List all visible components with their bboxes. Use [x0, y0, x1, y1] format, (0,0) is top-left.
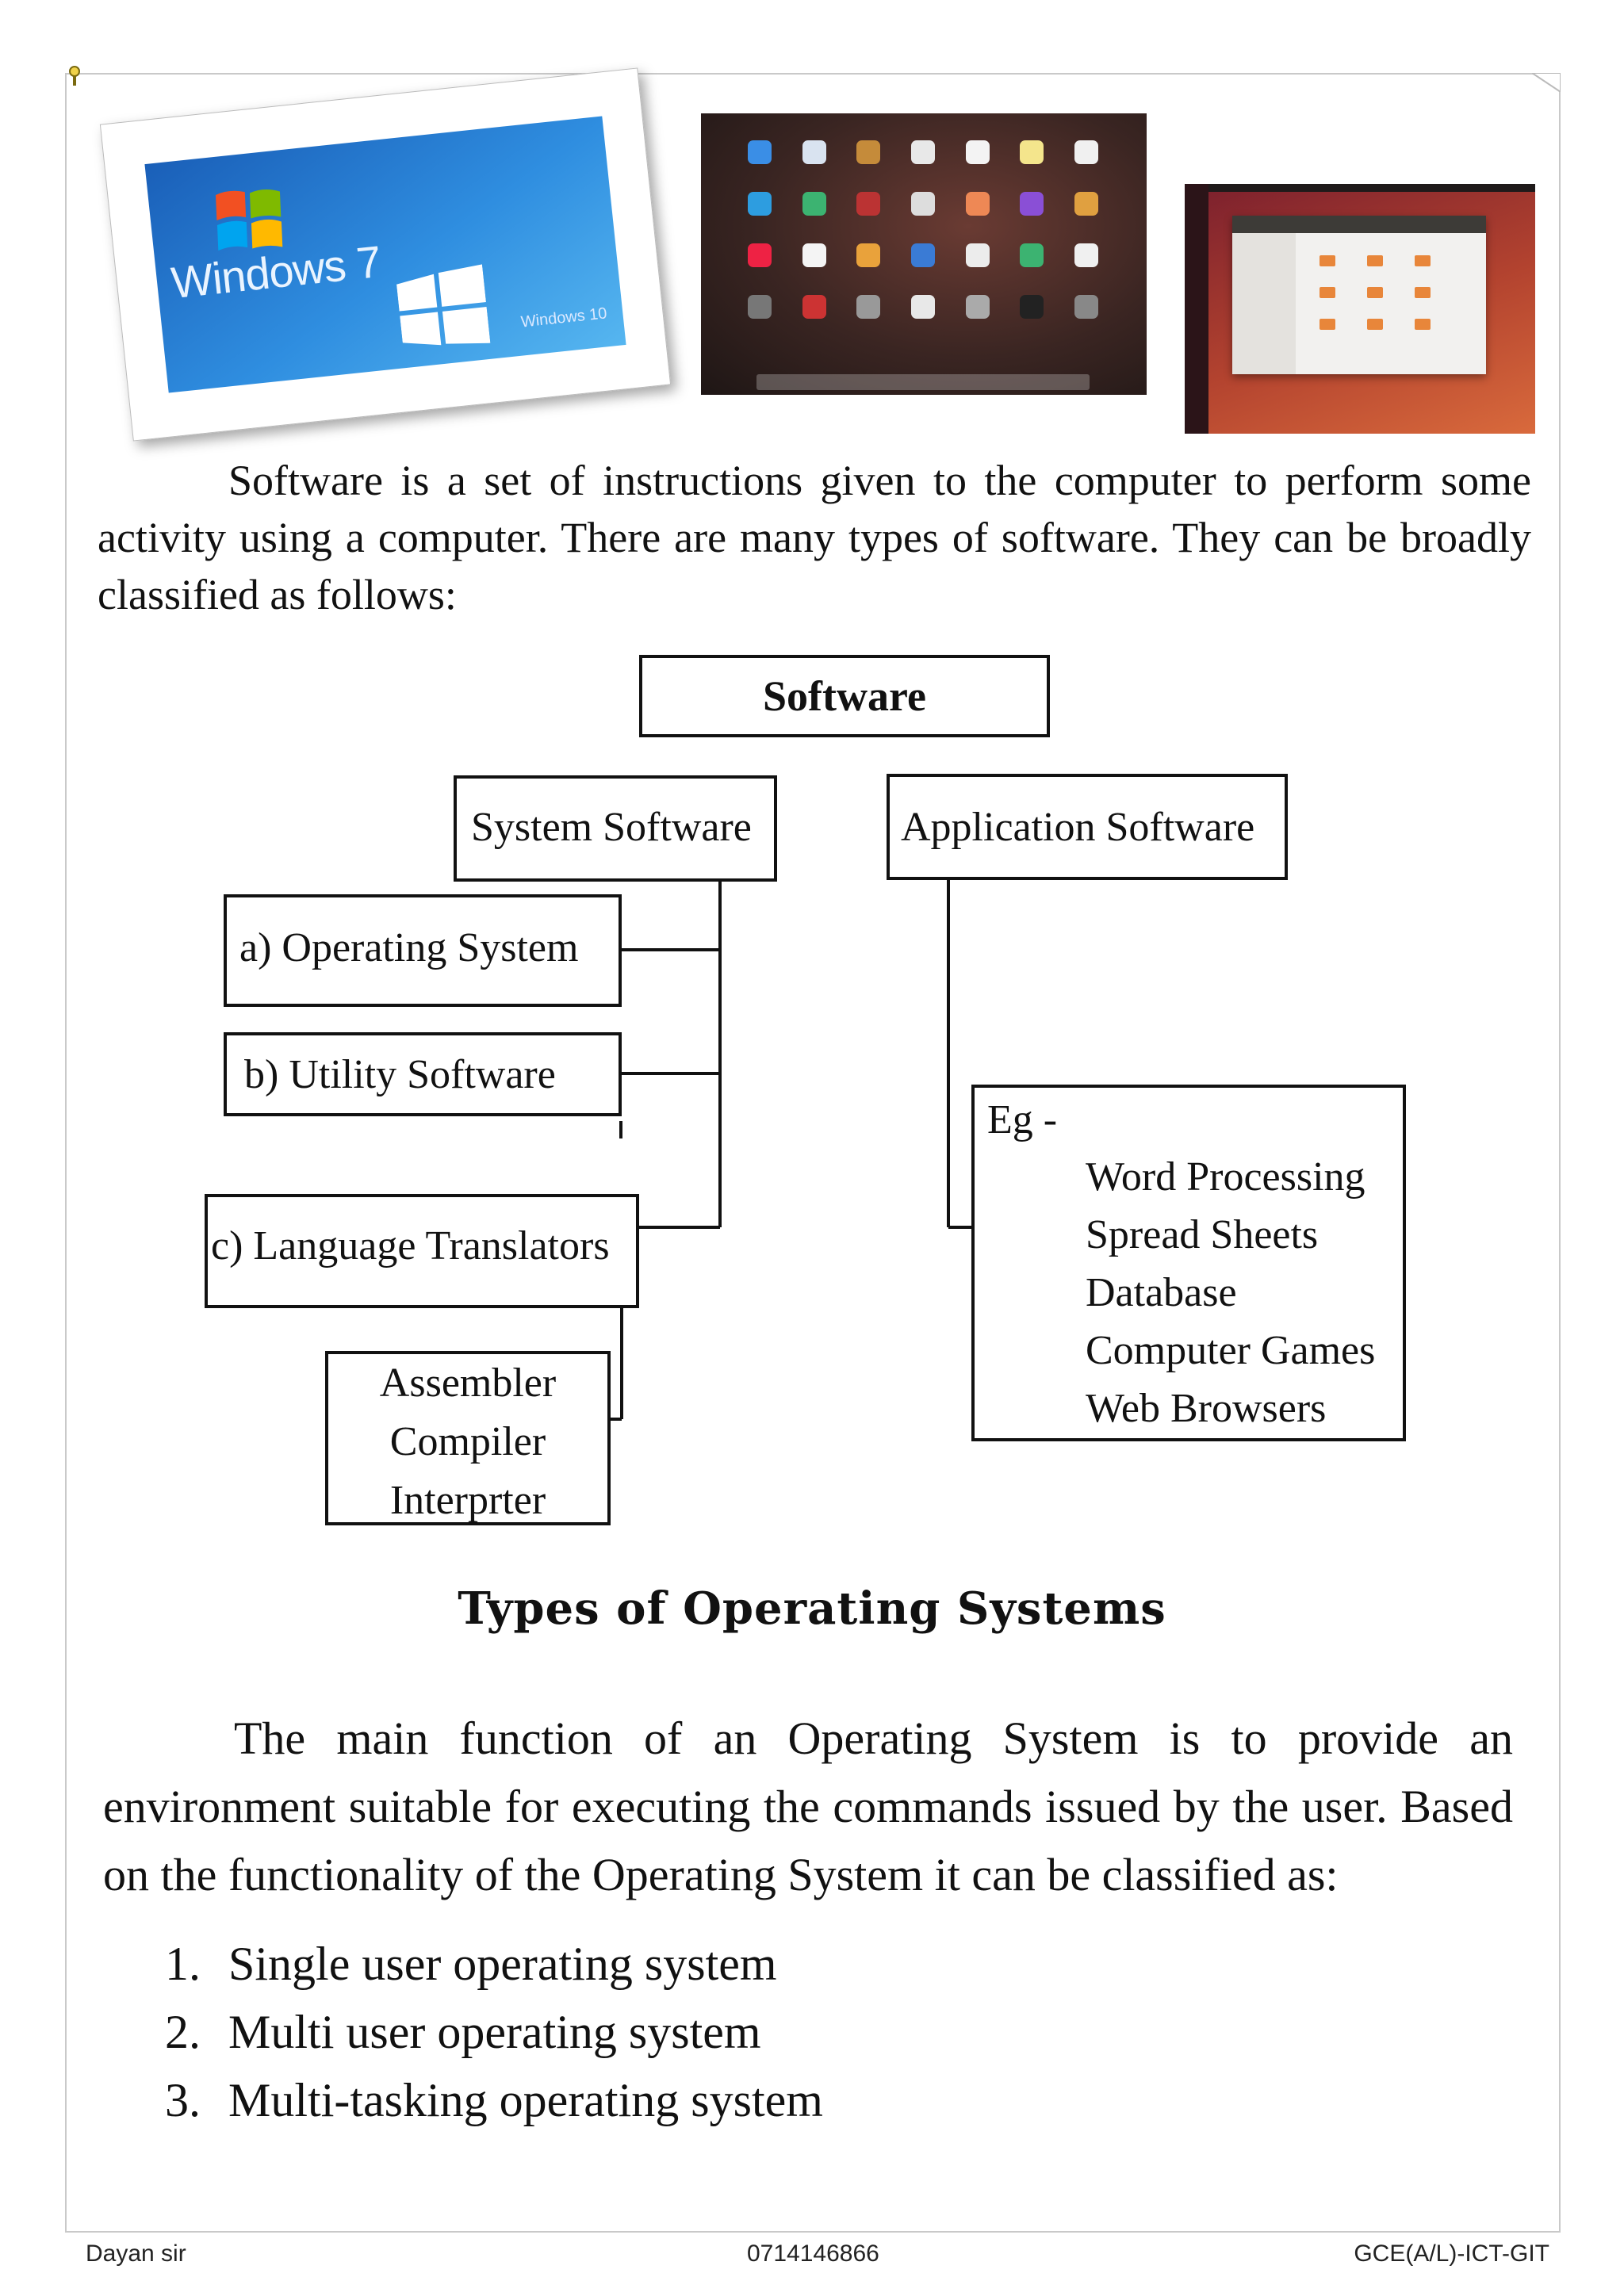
file-manager-window: [1232, 216, 1486, 374]
page-border: [65, 73, 1561, 2233]
dock: [756, 374, 1090, 390]
list-item: 3.Multi-tasking operating system: [165, 2074, 823, 2126]
footer-author: Dayan sir: [86, 2241, 186, 2267]
application-software-box: Application Software: [887, 774, 1288, 880]
ubuntu-desktop-image: [1185, 184, 1535, 434]
macos-launchpad-image: [701, 113, 1147, 395]
pin-icon: [69, 66, 80, 86]
windows10-logo-icon: [396, 264, 491, 346]
os-types-list: 1.Single user operating system 2.Multi u…: [165, 1930, 823, 2134]
utility-software-box: b) Utility Software: [224, 1032, 622, 1116]
application-examples-box: Eg - Word Processing Spread Sheets Datab…: [971, 1085, 1406, 1441]
launcher-bar: [1185, 184, 1208, 434]
software-root-box: Software: [639, 655, 1050, 737]
section-heading: Types of Operating Systems: [458, 1582, 1166, 1635]
examples-label: Eg -: [987, 1097, 1058, 1142]
windows-logo-image: Windows 7 Windows 10: [99, 67, 672, 442]
footer-phone: 0714146866: [747, 2241, 879, 2267]
windows7-logo-text: Windows 7: [168, 235, 383, 308]
language-translators-box: c) Language Translators: [205, 1194, 639, 1308]
page-fold-corner: [1532, 73, 1561, 92]
translator-item: Assembler: [379, 1360, 557, 1406]
windows7-flag-icon: [215, 189, 283, 251]
example-item: Word Processing: [1086, 1154, 1365, 1200]
windows10-badge-text: Windows 10: [519, 304, 608, 331]
list-item: 2.Multi user operating system: [165, 2006, 761, 2058]
translator-item: Compiler: [389, 1419, 546, 1464]
main-paragraph: The main function of an Operating System…: [103, 1712, 1513, 1900]
system-software-box: System Software: [454, 775, 777, 882]
translator-item: Interprter: [389, 1478, 546, 1523]
intro-paragraph: Software is a set of instructions given …: [98, 457, 1531, 618]
footer-course: GCE(A/L)-ICT-GIT: [1354, 2241, 1549, 2267]
example-item: Spread Sheets: [1086, 1212, 1319, 1257]
operating-system-box: a) Operating System: [224, 894, 622, 1007]
translators-list-box: Assembler Compiler Interprter: [325, 1351, 611, 1525]
example-item: Web Browsers: [1086, 1386, 1327, 1431]
example-item: Computer Games: [1086, 1328, 1376, 1373]
example-item: Database: [1086, 1270, 1237, 1315]
list-item: 1.Single user operating system: [165, 1938, 777, 1990]
